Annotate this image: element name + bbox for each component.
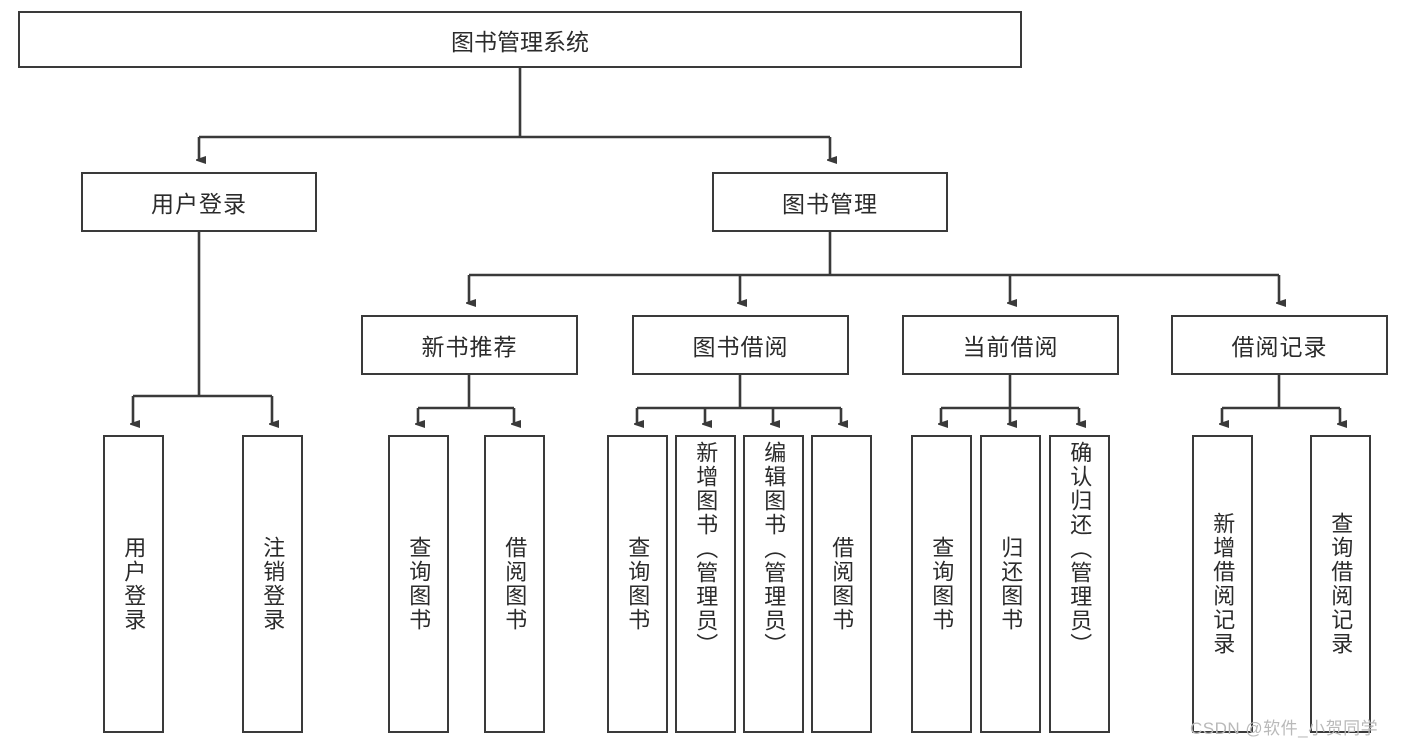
node-current-borrow[interactable]: 当前借阅 (902, 315, 1119, 375)
leaf-edit-book-admin-label: 编辑图书（管理员） (761, 441, 787, 657)
leaf-borrow-book[interactable]: 借阅图书 (811, 435, 872, 733)
watermark-text: CSDN @软件_小贺同学 (1190, 719, 1379, 738)
node-root-label: 图书管理系统 (451, 28, 589, 55)
leaf-return-book[interactable]: 归还图书 (980, 435, 1041, 733)
node-user-login-label: 用户登录 (151, 191, 247, 217)
leaf-query-book-current-label: 查询图书 (929, 536, 955, 632)
node-current-borrow-label: 当前借阅 (962, 334, 1059, 360)
leaf-logout-login[interactable]: 注销登录 (242, 435, 303, 733)
leaf-query-book-borrow[interactable]: 查询图书 (607, 435, 668, 733)
leaf-return-book-label: 归还图书 (998, 536, 1024, 632)
leaf-confirm-return-admin-label: 确认归还（管理员） (1067, 441, 1093, 657)
leaf-query-book-borrow-label: 查询图书 (625, 536, 651, 632)
leaf-add-borrow-record-label: 新增借阅记录 (1210, 512, 1236, 656)
leaf-add-book-admin[interactable]: 新增图书（管理员） (675, 435, 736, 733)
node-new-book-recommend[interactable]: 新书推荐 (361, 315, 578, 375)
leaf-user-login-label: 用户登录 (121, 536, 147, 632)
node-user-login[interactable]: 用户登录 (81, 172, 317, 232)
leaf-logout-login-label: 注销登录 (260, 536, 286, 632)
leaf-query-borrow-record[interactable]: 查询借阅记录 (1310, 435, 1371, 733)
leaf-query-book-recommend-label: 查询图书 (406, 536, 432, 632)
leaf-query-borrow-record-label: 查询借阅记录 (1328, 512, 1354, 656)
node-borrow-record[interactable]: 借阅记录 (1171, 315, 1388, 375)
leaf-add-borrow-record[interactable]: 新增借阅记录 (1192, 435, 1253, 733)
leaf-edit-book-admin[interactable]: 编辑图书（管理员） (743, 435, 804, 733)
node-book-borrow-label: 图书借阅 (692, 334, 789, 360)
node-book-management[interactable]: 图书管理 (712, 172, 948, 232)
node-root-system[interactable]: 图书管理系统 (18, 11, 1022, 68)
leaf-user-login[interactable]: 用户登录 (103, 435, 164, 733)
leaf-confirm-return-admin[interactable]: 确认归还（管理员） (1049, 435, 1110, 733)
node-book-borrow[interactable]: 图书借阅 (632, 315, 849, 375)
leaf-query-book-current[interactable]: 查询图书 (911, 435, 972, 733)
leaf-borrow-book-recommend[interactable]: 借阅图书 (484, 435, 545, 733)
node-book-management-label: 图书管理 (782, 191, 878, 217)
leaf-add-book-admin-label: 新增图书（管理员） (693, 441, 719, 657)
leaf-borrow-book-recommend-label: 借阅图书 (502, 536, 528, 632)
node-borrow-record-label: 借阅记录 (1231, 334, 1328, 360)
node-new-book-recommend-label: 新书推荐 (421, 334, 518, 360)
leaf-borrow-book-label: 借阅图书 (829, 536, 855, 632)
leaf-query-book-recommend[interactable]: 查询图书 (388, 435, 449, 733)
